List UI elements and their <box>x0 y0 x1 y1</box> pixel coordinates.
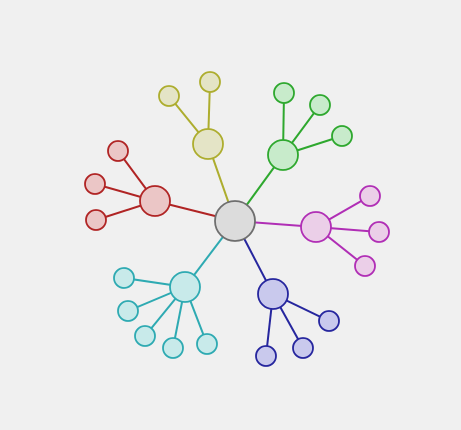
teal-hub-node <box>169 271 201 303</box>
olive-hub-node <box>192 128 224 160</box>
teal-leaf-node-2 <box>117 300 139 322</box>
green-leaf-node-3 <box>331 125 353 147</box>
root-node <box>214 200 256 242</box>
green-leaf-node-2 <box>309 94 331 116</box>
magenta-hub-node <box>300 211 332 243</box>
teal-leaf-node-5 <box>196 333 218 355</box>
red-hub-node <box>139 185 171 217</box>
teal-leaf-node-3 <box>134 325 156 347</box>
navy-leaf-node-2 <box>292 337 314 359</box>
nodes-layer <box>84 71 390 367</box>
teal-leaf-node-4 <box>162 337 184 359</box>
red-leaf-node-1 <box>107 140 129 162</box>
teal-leaf-node-1 <box>113 267 135 289</box>
green-leaf-node-1 <box>273 82 295 104</box>
navy-leaf-node-1 <box>318 310 340 332</box>
magenta-leaf-node-2 <box>368 221 390 243</box>
magenta-leaf-node-3 <box>354 255 376 277</box>
green-hub-node <box>267 139 299 171</box>
red-leaf-node-2 <box>84 173 106 195</box>
red-leaf-node-3 <box>85 209 107 231</box>
olive-leaf-node-1 <box>158 85 180 107</box>
navy-hub-node <box>257 278 289 310</box>
navy-leaf-node-3 <box>255 345 277 367</box>
olive-leaf-node-2 <box>199 71 221 93</box>
magenta-leaf-node-1 <box>359 185 381 207</box>
